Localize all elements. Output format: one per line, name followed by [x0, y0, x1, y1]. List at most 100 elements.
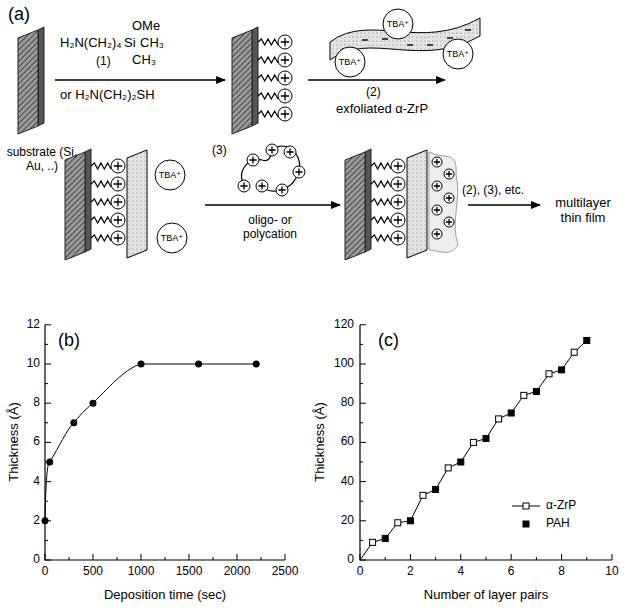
tick-mark: [45, 403, 51, 404]
plus-sign: [434, 207, 440, 213]
chart-c: [360, 325, 612, 560]
alkyl-chain: [91, 235, 111, 241]
panel-label: (a): [8, 4, 30, 25]
cation-circle: [111, 213, 125, 227]
tick-mark: [93, 554, 94, 560]
data-point: [42, 517, 49, 524]
tick-label: 100: [334, 357, 354, 371]
tick-mark: [360, 422, 363, 423]
pah-point: [458, 459, 464, 465]
cation-circle: [391, 213, 405, 227]
substrate-slab: [18, 30, 38, 134]
step-number: (2): [366, 86, 381, 100]
pah-point: [559, 367, 565, 373]
data-point: [253, 361, 260, 368]
legend-sample: [523, 503, 529, 509]
tick-mark: [45, 324, 51, 325]
tick-label: 0: [347, 553, 354, 567]
tick-mark: [45, 383, 48, 384]
tick-mark: [561, 554, 562, 560]
alkyl-chain: [258, 57, 278, 63]
plus-sign: [295, 168, 302, 175]
pah-point: [382, 535, 388, 541]
data-line: [360, 340, 587, 560]
data-curve: [45, 364, 256, 521]
tick-mark: [360, 442, 366, 443]
cation-circle: [111, 231, 125, 245]
tick-label: 10: [605, 565, 618, 579]
tick-label: 2000: [224, 565, 251, 579]
tick-mark: [45, 540, 48, 541]
tick-mark: [360, 501, 363, 502]
cation-circle: [444, 169, 454, 179]
plus-sign: [114, 216, 122, 224]
tick-mark: [435, 557, 436, 560]
data-point: [70, 419, 77, 426]
tick-label: 500: [83, 565, 103, 579]
plus-sign: [434, 159, 440, 165]
tick-mark: [460, 554, 461, 560]
chart-b: [42, 325, 286, 560]
substrate-side: [365, 149, 371, 252]
cation-circle: [444, 193, 454, 203]
plus-sign: [114, 162, 122, 170]
tba-circle: [155, 160, 185, 190]
substrate-side: [85, 149, 91, 252]
tick-mark: [486, 557, 487, 560]
tick-mark: [141, 554, 142, 560]
tick-label: 20: [341, 514, 354, 528]
step-label: oligo- or polycation: [228, 214, 312, 242]
alkyl-chain: [371, 199, 391, 205]
tick-label: 6: [508, 565, 515, 579]
tick-mark: [410, 554, 411, 560]
tick-mark: [360, 560, 366, 561]
pah-point: [433, 486, 439, 492]
tick-mark: [117, 557, 118, 560]
tick-label: 10: [27, 357, 40, 371]
substrate-slab: [232, 30, 252, 134]
plus-sign: [446, 171, 452, 177]
cation-circle: [247, 154, 259, 166]
axis-title: Deposition time (sec): [104, 588, 226, 603]
process-arrow: [205, 204, 340, 205]
zrp-sheet: [127, 150, 147, 258]
tick-label: 0: [33, 553, 40, 567]
formula: CH₃: [132, 53, 156, 68]
zrp-point: [420, 492, 426, 498]
plus-sign: [394, 234, 402, 242]
legend-text: α-ZrP: [546, 499, 576, 513]
tick-label: 0: [42, 565, 49, 579]
alkyl-chain: [91, 181, 111, 187]
cation-circle: [238, 180, 250, 192]
ion-label: TBA⁺: [447, 49, 469, 59]
tick-mark: [360, 364, 366, 365]
tick-label: 0: [357, 565, 364, 579]
cation-circle: [278, 71, 292, 85]
plus-sign: [114, 198, 122, 206]
cation-circle: [293, 166, 305, 178]
axis-line: [360, 325, 612, 560]
tick-mark: [189, 554, 190, 560]
ion-label: TBA⁺: [161, 233, 183, 243]
substrate-side: [38, 27, 44, 126]
cation-circle: [111, 159, 125, 173]
plus-sign: [268, 146, 275, 153]
tick-mark: [45, 560, 51, 561]
cation-circle: [432, 229, 442, 239]
zrp-point: [445, 465, 451, 471]
zrp-point: [546, 371, 552, 377]
plus-sign: [394, 180, 402, 188]
tick-mark: [237, 554, 238, 560]
plus-sign: [281, 92, 289, 100]
tba-circle: [443, 39, 473, 69]
tick-mark: [360, 344, 363, 345]
tick-mark: [360, 403, 366, 404]
panel-label: (b): [58, 330, 80, 351]
tick-mark: [45, 554, 46, 560]
alkyl-chain: [258, 93, 278, 99]
result-label: multilayer thin film: [547, 196, 619, 226]
cation-circle: [391, 159, 405, 173]
pah-point: [533, 388, 539, 394]
tick-mark: [536, 557, 537, 560]
tick-label: 4: [33, 475, 40, 489]
